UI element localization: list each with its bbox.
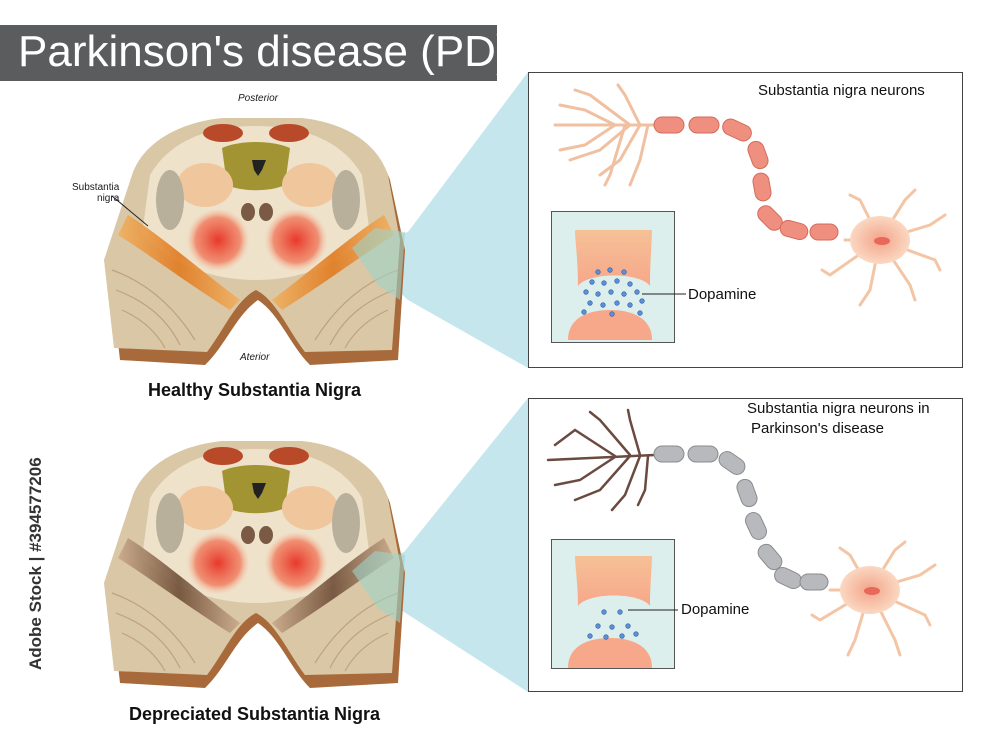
diseased-midbrain: [104, 441, 405, 688]
diseased-neuron: [546, 408, 937, 668]
diseased-caption: Depreciated Substantia Nigra: [129, 704, 381, 724]
healthy-dopamine-molecules: [581, 267, 645, 317]
substantia-pointer-line: [111, 195, 149, 227]
diseased-dopamine-molecules: [587, 609, 639, 640]
diseased-zoom-wedge: [352, 398, 528, 692]
healthy-dopamine-label: Dopamine: [688, 286, 757, 303]
posterior-label: Posterior: [238, 93, 279, 104]
substantia-label-line1: Substantia: [72, 182, 120, 193]
title-banner: Parkinson's disease (PD): [0, 25, 511, 81]
healthy-postsynaptic-terminal: [568, 310, 652, 340]
healthy-presynaptic-terminal: [575, 230, 652, 286]
healthy-caption: Healthy Substantia Nigra: [148, 380, 362, 400]
diseased-dopamine-label: Dopamine: [681, 601, 750, 618]
diseased-myelin-segments: [653, 445, 829, 591]
diseased-postsynaptic-terminal: [568, 638, 652, 668]
diseased-panel-title-line2: Parkinson's disease: [751, 420, 884, 437]
healthy-myelin-segments: [653, 116, 839, 241]
healthy-panel-title: Substantia nigra neurons: [758, 82, 925, 99]
healthy-dendrite-tree: [553, 83, 657, 187]
page-title: Parkinson's disease (PD): [18, 27, 511, 76]
substantia-label-line2: nigra: [97, 193, 120, 204]
healthy-neuron: [553, 83, 947, 340]
stock-watermark-id: Adobe Stock | #394577206: [26, 457, 45, 670]
diseased-panel-title: Substantia nigra neurons in Parkinson's …: [747, 399, 930, 439]
healthy-midbrain: [104, 118, 405, 365]
diseased-dendrite-tree: [546, 408, 657, 512]
diseased-panel-title-line1: Substantia nigra neurons in: [747, 400, 930, 417]
anterior-label: Aterior: [240, 352, 270, 363]
diseased-presynaptic-terminal: [575, 556, 652, 606]
substantia-label: Substantia nigra: [72, 182, 119, 204]
healthy-zoom-wedge: [352, 72, 528, 368]
